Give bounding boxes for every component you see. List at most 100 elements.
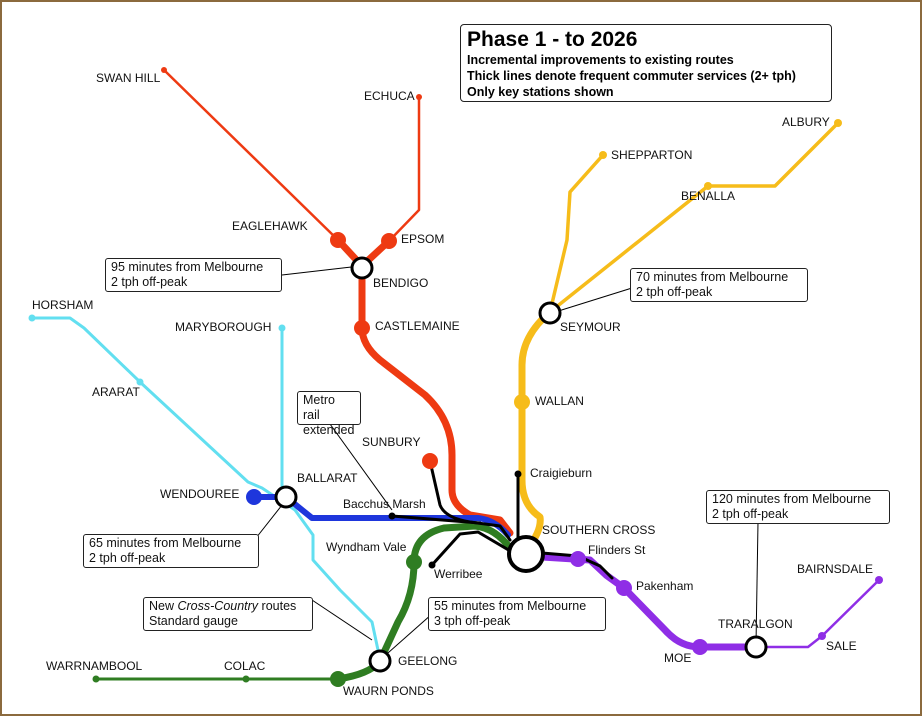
subtitle-line-2: Thick lines denote frequent commuter ser… bbox=[467, 69, 796, 83]
callout-bendigo-line1: 95 minutes from Melbourne bbox=[111, 260, 264, 274]
label-seymour: SEYMOUR bbox=[560, 320, 621, 334]
station-dot-horsham bbox=[28, 314, 36, 322]
label-craigieburn: Craigieburn bbox=[530, 466, 592, 480]
callout-geelong-line2: 3 tph off-peak bbox=[434, 614, 511, 628]
label-horsham: HORSHAM bbox=[32, 298, 93, 312]
callout-cross-country-line1: New Cross-Country routes bbox=[149, 599, 307, 614]
label-sunbury: SUNBURY bbox=[362, 435, 420, 449]
station-dot-flinders-st bbox=[570, 551, 586, 567]
station-ring-bendigo bbox=[350, 256, 374, 280]
callout-leader-seymour bbox=[551, 287, 633, 314]
subtitle-line-1: Incremental improvements to existing rou… bbox=[467, 53, 734, 67]
callout-cross-country-post: routes bbox=[258, 599, 297, 613]
label-epsom: EPSOM bbox=[401, 232, 444, 246]
callout-traralgon-line1: 120 minutes from Melbourne bbox=[712, 492, 872, 506]
callout-leader-geelong bbox=[379, 613, 433, 661]
station-ring-geelong bbox=[368, 649, 392, 673]
label-ballarat: BALLARAT bbox=[297, 471, 358, 485]
station-dot-echuca bbox=[416, 94, 422, 100]
label-wyndham-vale: Wyndham Vale bbox=[326, 540, 407, 554]
shepparton-line bbox=[548, 153, 605, 314]
station-dot-maryborough bbox=[278, 324, 286, 332]
callout-ballarat-line1: 65 minutes from Melbourne bbox=[89, 536, 242, 550]
label-benalla: BENALLA bbox=[681, 189, 735, 203]
station-dot-benalla bbox=[704, 182, 712, 190]
callout-traralgon-line2: 2 tph off-peak bbox=[712, 507, 789, 521]
station-dot-moe bbox=[692, 639, 708, 655]
station-dot-ararat bbox=[136, 378, 144, 386]
station-dot-albury bbox=[834, 119, 842, 127]
callout-metro-line2: extended bbox=[303, 423, 355, 437]
station-dot-sale bbox=[818, 632, 826, 640]
label-ararat: ARARAT bbox=[92, 385, 140, 399]
callout-bendigo-line2: 2 tph off-peak bbox=[111, 275, 188, 289]
station-dot-wyndham-vale bbox=[406, 554, 422, 570]
station-ring-southern-cross bbox=[507, 535, 545, 573]
label-wallan: WALLAN bbox=[535, 394, 584, 408]
label-geelong: GEELONG bbox=[398, 654, 457, 668]
metro-werribee-line bbox=[430, 530, 514, 567]
callout-leader-traralgon bbox=[755, 521, 759, 646]
station-ring-ballarat bbox=[274, 485, 298, 509]
label-warrnambool: WARRNAMBOOL bbox=[46, 659, 143, 673]
callout-geelong-line1: 55 minutes from Melbourne bbox=[434, 599, 587, 613]
swan-hill-line bbox=[162, 68, 340, 242]
station-dot-castlemaine bbox=[354, 320, 370, 336]
label-traralgon: TRARALGON bbox=[718, 617, 793, 631]
label-werribee: Werribee bbox=[434, 567, 483, 581]
label-flinders-st: Flinders St bbox=[588, 543, 646, 557]
seymour-line bbox=[518, 308, 554, 552]
station-dot-colac bbox=[242, 675, 250, 683]
callout-ballarat: 65 minutes from Melbourne 2 tph off-peak bbox=[83, 534, 259, 568]
station-dot-swan-hill bbox=[161, 67, 167, 73]
station-dot-werribee bbox=[428, 561, 436, 569]
callout-metro-extended: Metro rail extended bbox=[297, 391, 361, 437]
station-dot-wendouree bbox=[246, 489, 262, 505]
station-dot-pakenham bbox=[616, 580, 632, 596]
station-ring-seymour bbox=[538, 301, 562, 325]
station-dot-bacchus-marsh bbox=[388, 512, 396, 520]
label-moe: MOE bbox=[664, 651, 691, 665]
label-albury: ALBURY bbox=[782, 115, 830, 129]
label-eaglehawk: EAGLEHAWK bbox=[232, 219, 308, 233]
label-wendouree: WENDOUREE bbox=[160, 487, 239, 501]
label-maryborough: MARYBOROUGH bbox=[175, 320, 271, 334]
station-dot-eaglehawk bbox=[330, 232, 346, 248]
label-waurn-ponds: WAURN PONDS bbox=[343, 684, 434, 698]
callout-leader-cross-country bbox=[311, 599, 373, 641]
echuca-line bbox=[387, 95, 421, 243]
callout-leader-metro bbox=[329, 423, 393, 511]
callout-seymour-line1: 70 minutes from Melbourne bbox=[636, 270, 789, 284]
label-shepparton: SHEPPARTON bbox=[611, 148, 692, 162]
station-ring-traralgon bbox=[744, 635, 768, 659]
albury-line bbox=[548, 121, 840, 314]
map-title: Phase 1 - to 2026 bbox=[467, 28, 638, 51]
callout-seymour-line2: 2 tph off-peak bbox=[636, 285, 713, 299]
label-bairnsdale: BAIRNSDALE bbox=[797, 562, 873, 576]
label-swan-hill: SWAN HILL bbox=[96, 71, 161, 85]
callout-traralgon: 120 minutes from Melbourne 2 tph off-pea… bbox=[706, 490, 890, 524]
station-dot-bairnsdale bbox=[875, 576, 883, 584]
label-castlemaine: CASTLEMAINE bbox=[375, 319, 460, 333]
callout-cross-country-em: Cross-Country bbox=[177, 599, 259, 613]
label-bendigo: BENDIGO bbox=[373, 276, 428, 290]
station-dot-wallan bbox=[514, 394, 530, 410]
label-sale: SALE bbox=[826, 639, 857, 653]
callout-metro-line1: Metro rail bbox=[303, 393, 335, 422]
station-dot-shepparton bbox=[599, 151, 607, 159]
metro-pakenham-line bbox=[528, 550, 614, 580]
station-dot-sunbury bbox=[422, 453, 438, 469]
label-echuca: ECHUCA bbox=[364, 89, 415, 103]
callout-cross-country: New Cross-Country routes Standard gauge bbox=[143, 597, 313, 631]
callout-geelong: 55 minutes from Melbourne 3 tph off-peak bbox=[428, 597, 606, 631]
label-southern-cross: SOUTHERN CROSS bbox=[542, 523, 655, 537]
label-pakenham: Pakenham bbox=[636, 579, 693, 593]
callout-seymour: 70 minutes from Melbourne 2 tph off-peak bbox=[630, 268, 808, 302]
callout-cross-country-pre: New bbox=[149, 599, 178, 613]
callout-ballarat-line2: 2 tph off-peak bbox=[89, 551, 166, 565]
callout-cross-country-line2: Standard gauge bbox=[149, 614, 238, 628]
title-box: Phase 1 - to 2026 Incremental improvemen… bbox=[460, 24, 832, 102]
callout-bendigo: 95 minutes from Melbourne 2 tph off-peak bbox=[105, 258, 282, 292]
